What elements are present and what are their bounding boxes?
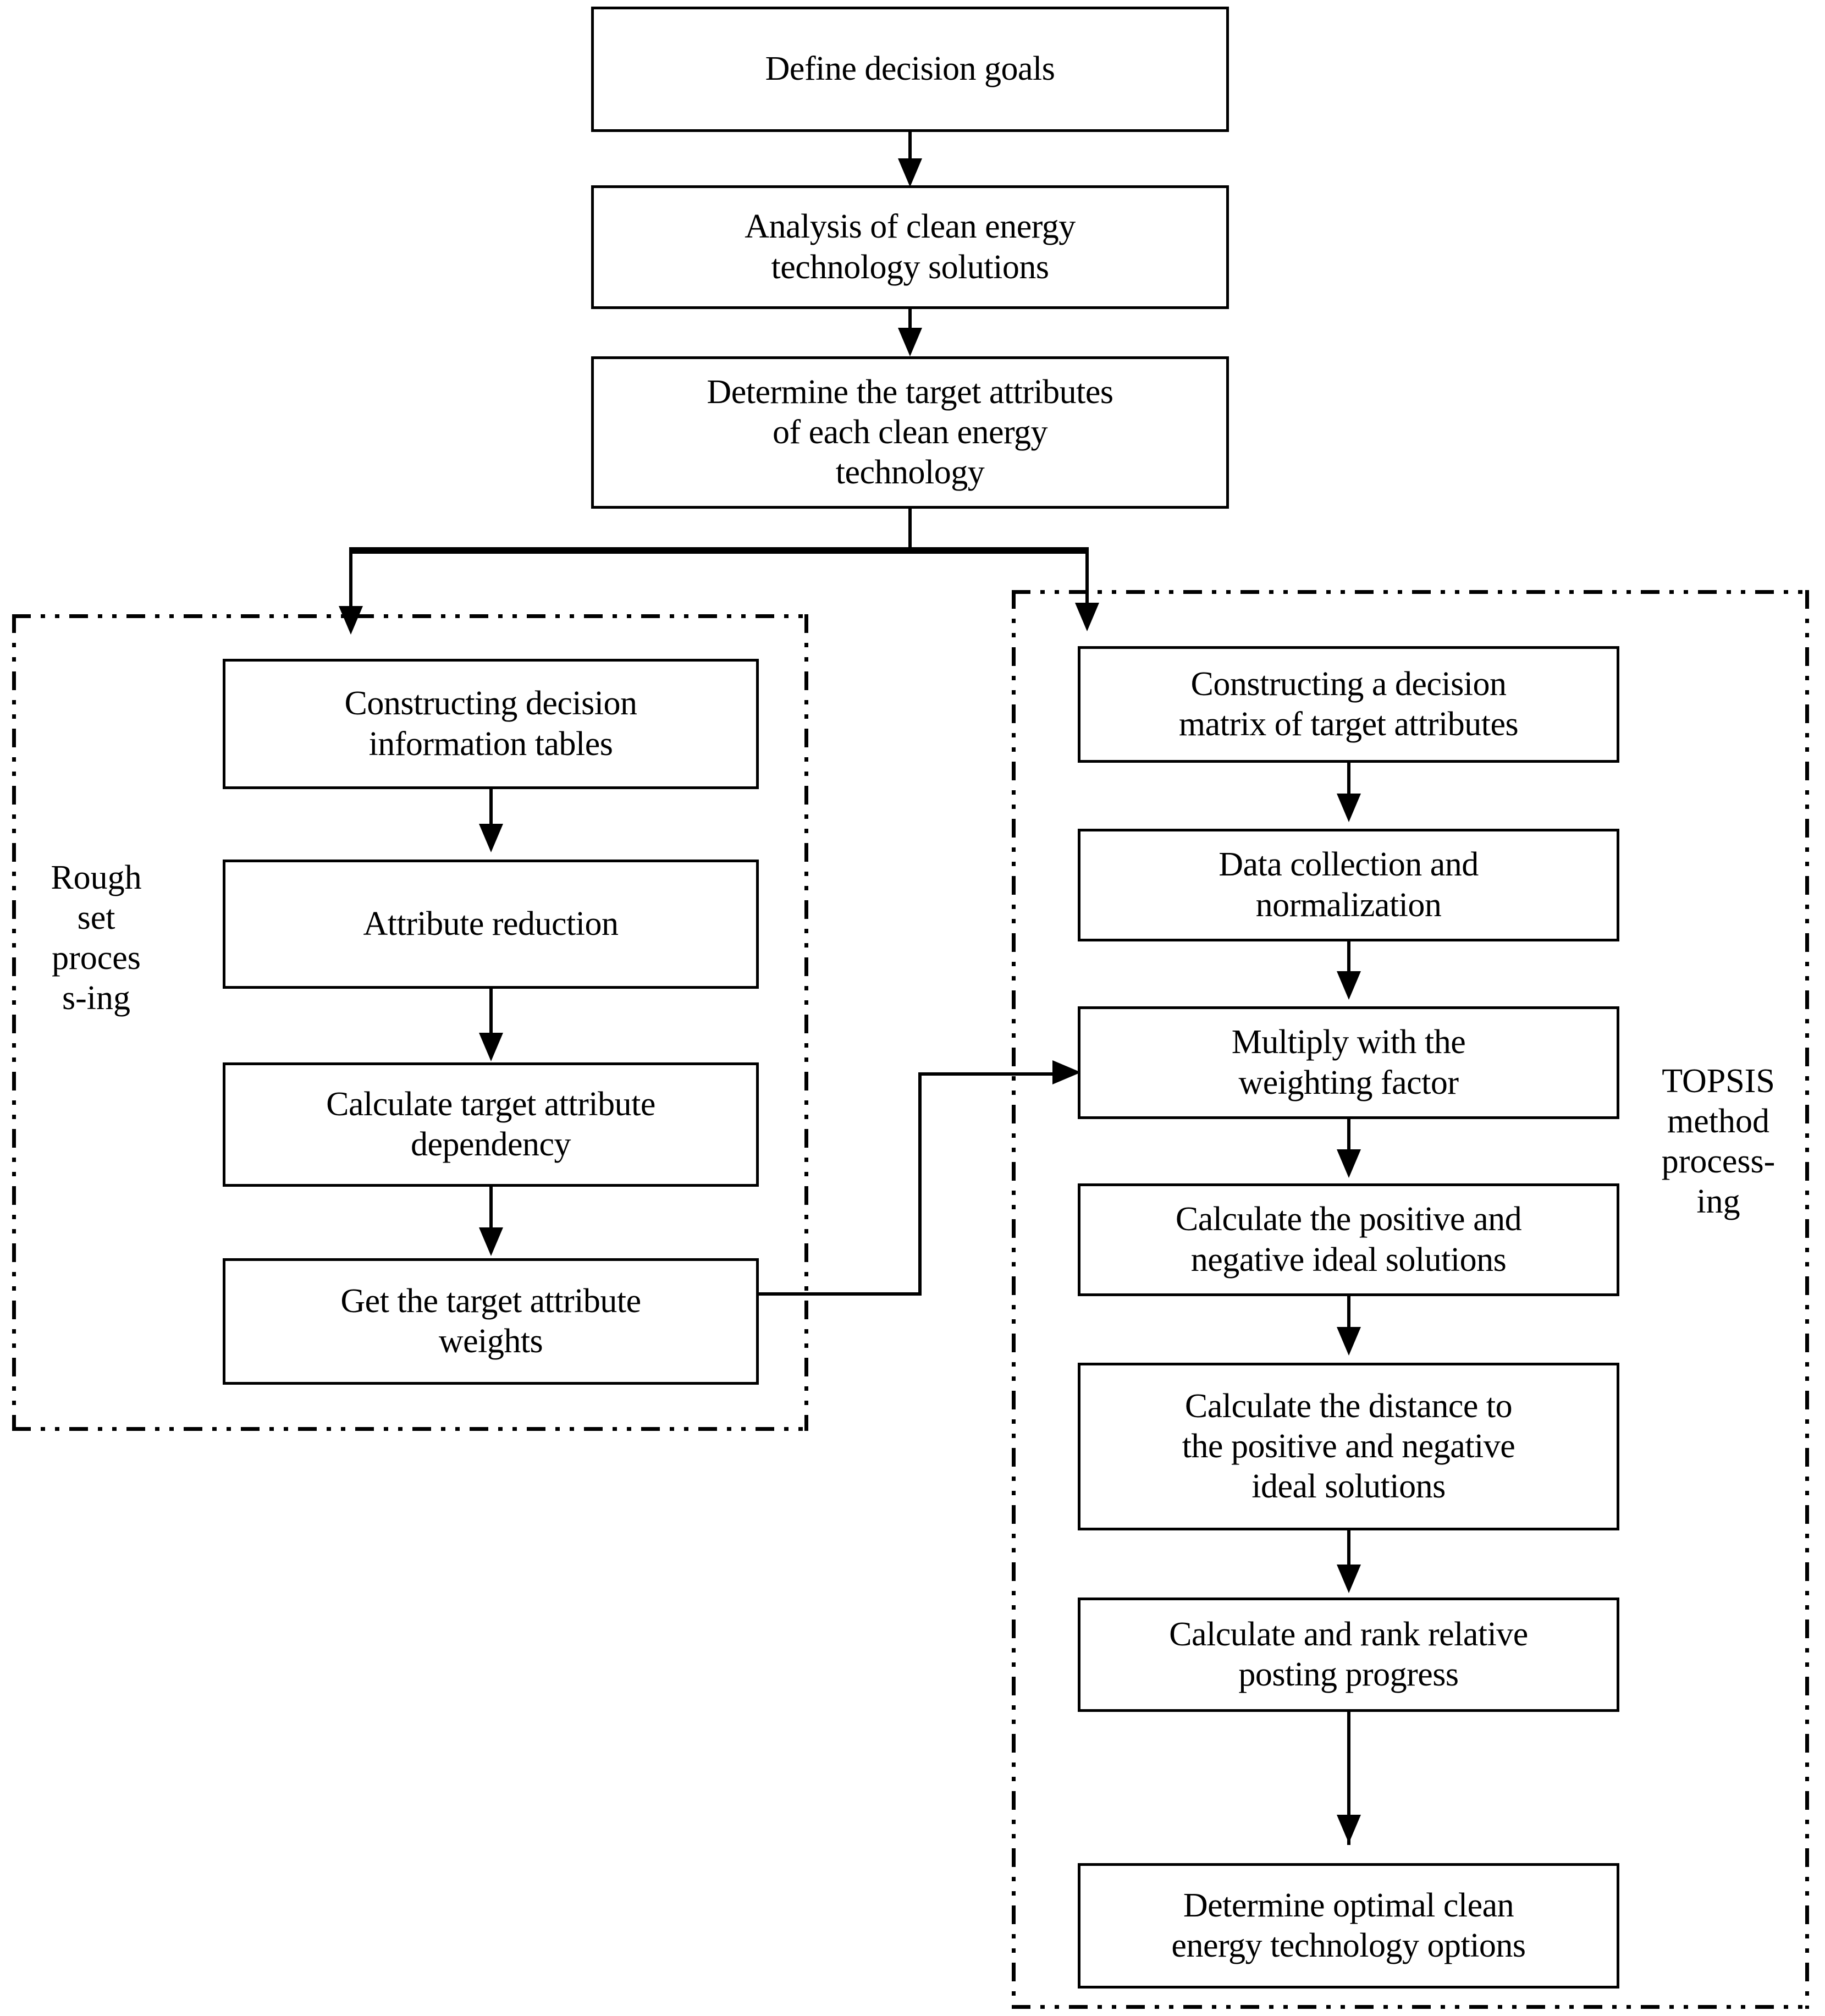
arrowhead-tables-to-reduction bbox=[479, 824, 503, 852]
connector-goals-to-analysis bbox=[908, 132, 912, 162]
arrowhead-datacollection-to-multiply bbox=[1337, 971, 1361, 1000]
node-data-collection-normalization[interactable]: Data collection and normalization bbox=[1078, 829, 1619, 941]
node-analysis-clean-energy[interactable]: Analysis of clean energy technology solu… bbox=[591, 185, 1229, 309]
connector-distance-to-ranking bbox=[1347, 1530, 1350, 1569]
node-multiply-weighting-factor[interactable]: Multiply with the weighting factor bbox=[1078, 1006, 1619, 1119]
arrowhead-distance-to-ranking bbox=[1337, 1565, 1361, 1593]
crosslink-weights-out bbox=[759, 1292, 922, 1296]
node-attribute-reduction[interactable]: Attribute reduction bbox=[223, 860, 759, 989]
connector-datacollection-to-multiply bbox=[1347, 941, 1350, 974]
fork-bar bbox=[349, 547, 1089, 554]
group-label-topsis: TOPSIS method process- ing bbox=[1661, 1062, 1776, 1221]
connector-matrix-to-datacollection bbox=[1347, 763, 1350, 797]
fork-branch-left bbox=[349, 547, 352, 613]
node-get-target-attribute-weights[interactable]: Get the target attribute weights bbox=[223, 1258, 759, 1385]
arrowhead-analysis-to-determine bbox=[898, 328, 922, 356]
arrowhead-dependency-to-weights bbox=[479, 1227, 503, 1256]
node-determine-target-attributes[interactable]: Determine the target attributes of each … bbox=[591, 356, 1229, 509]
connector-dependency-to-weights bbox=[489, 1187, 493, 1231]
arrowhead-multiply-to-idealsolutions bbox=[1337, 1149, 1361, 1178]
connector-tables-to-reduction bbox=[489, 789, 493, 827]
node-constructing-decision-information-tables[interactable]: Constructing decision information tables bbox=[223, 659, 759, 789]
connector-analysis-to-determine bbox=[908, 309, 912, 331]
node-calculate-target-attribute-dependency[interactable]: Calculate target attribute dependency bbox=[223, 1062, 759, 1187]
connector-idealsolutions-to-distance bbox=[1347, 1296, 1350, 1330]
node-constructing-decision-matrix[interactable]: Constructing a decision matrix of target… bbox=[1078, 646, 1619, 763]
crosslink-weights-into-multiply bbox=[918, 1072, 1056, 1076]
node-calculate-rank-relative-posting-progress[interactable]: Calculate and rank relative posting prog… bbox=[1078, 1598, 1619, 1712]
arrowhead-matrix-to-datacollection bbox=[1337, 794, 1361, 822]
arrowhead-ranking-to-optimal bbox=[1337, 1815, 1361, 1843]
node-determine-optimal-clean-energy-options[interactable]: Determine optimal clean energy technolog… bbox=[1078, 1863, 1619, 1989]
arrowhead-goals-to-analysis bbox=[898, 158, 922, 187]
connector-determine-to-fork bbox=[908, 509, 912, 550]
arrowhead-idealsolutions-to-distance bbox=[1337, 1327, 1361, 1356]
connector-ranking-to-optimal bbox=[1347, 1712, 1350, 1845]
node-calculate-distance-ideal-solutions[interactable]: Calculate the distance to the positive a… bbox=[1078, 1363, 1619, 1530]
arrowhead-reduction-to-dependency bbox=[479, 1033, 503, 1061]
fork-branch-right bbox=[1085, 547, 1089, 610]
connector-multiply-to-idealsolutions bbox=[1347, 1119, 1350, 1152]
group-panel-topsis bbox=[1012, 590, 1809, 2009]
node-calculate-positive-negative-ideal-solutions[interactable]: Calculate the positive and negative idea… bbox=[1078, 1183, 1619, 1296]
connector-reduction-to-dependency bbox=[489, 989, 493, 1035]
crosslink-weights-riser bbox=[918, 1072, 922, 1296]
node-define-decision-goals[interactable]: Define decision goals bbox=[591, 7, 1229, 132]
group-label-rough-set: Rough set proces s-ing bbox=[51, 859, 142, 1017]
